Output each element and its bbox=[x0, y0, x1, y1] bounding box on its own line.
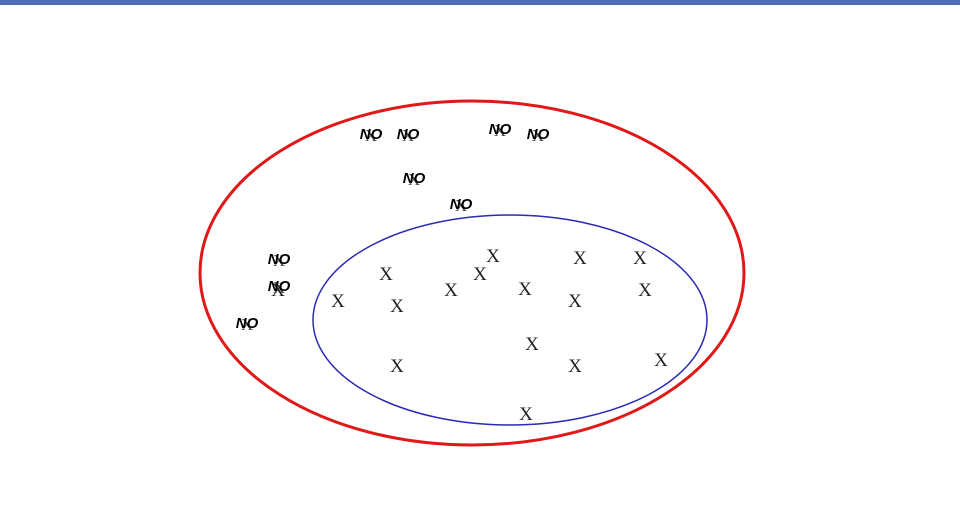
no-label-text: NO bbox=[397, 126, 420, 143]
no-label-overstrike: X bbox=[365, 126, 377, 145]
x-mark: X bbox=[473, 264, 487, 285]
no-label-text: NO bbox=[403, 170, 426, 187]
x-mark: X bbox=[271, 280, 285, 301]
no-label: XNO bbox=[489, 121, 512, 140]
no-label-overstrike: X bbox=[273, 278, 285, 297]
no-label-text: NO bbox=[268, 278, 291, 295]
x-mark: X bbox=[519, 404, 533, 425]
x-mark: X bbox=[654, 350, 668, 371]
no-label-overstrike: X bbox=[455, 196, 467, 215]
no-label: XNO bbox=[397, 126, 420, 145]
no-label: XNO bbox=[360, 126, 383, 145]
no-label-overstrike: X bbox=[241, 315, 253, 334]
x-mark: X bbox=[638, 280, 652, 301]
x-mark: X bbox=[525, 334, 539, 355]
inner-set-ellipse bbox=[312, 214, 708, 426]
no-label-overstrike: X bbox=[402, 126, 414, 145]
no-label-text: NO bbox=[489, 121, 512, 138]
x-mark: X bbox=[573, 248, 587, 269]
no-label: XNO bbox=[268, 278, 291, 297]
no-label-text: NO bbox=[236, 315, 259, 332]
no-label-text: NO bbox=[527, 126, 550, 143]
x-mark: X bbox=[518, 279, 532, 300]
no-label-overstrike: X bbox=[532, 126, 544, 145]
top-accent-bar bbox=[0, 0, 960, 5]
no-label-text: NO bbox=[450, 196, 473, 213]
no-label-text: NO bbox=[360, 126, 383, 143]
no-label-overstrike: X bbox=[273, 251, 285, 270]
x-mark: X bbox=[444, 280, 458, 301]
no-label-text: NO bbox=[268, 251, 291, 268]
no-label-overstrike: X bbox=[408, 170, 420, 189]
outer-set-ellipse bbox=[198, 99, 746, 447]
x-mark: X bbox=[379, 264, 393, 285]
no-label: XNO bbox=[236, 315, 259, 334]
no-label: XNO bbox=[527, 126, 550, 145]
x-mark: X bbox=[390, 296, 404, 317]
x-mark: X bbox=[486, 246, 500, 267]
no-label: XNO bbox=[450, 196, 473, 215]
x-mark: X bbox=[568, 356, 582, 377]
x-mark: X bbox=[390, 356, 404, 377]
x-mark: X bbox=[331, 291, 345, 312]
no-label: XNO bbox=[268, 251, 291, 270]
x-mark: X bbox=[633, 248, 647, 269]
no-label: XNO bbox=[403, 170, 426, 189]
x-mark: X bbox=[568, 291, 582, 312]
no-label-overstrike: X bbox=[494, 121, 506, 140]
